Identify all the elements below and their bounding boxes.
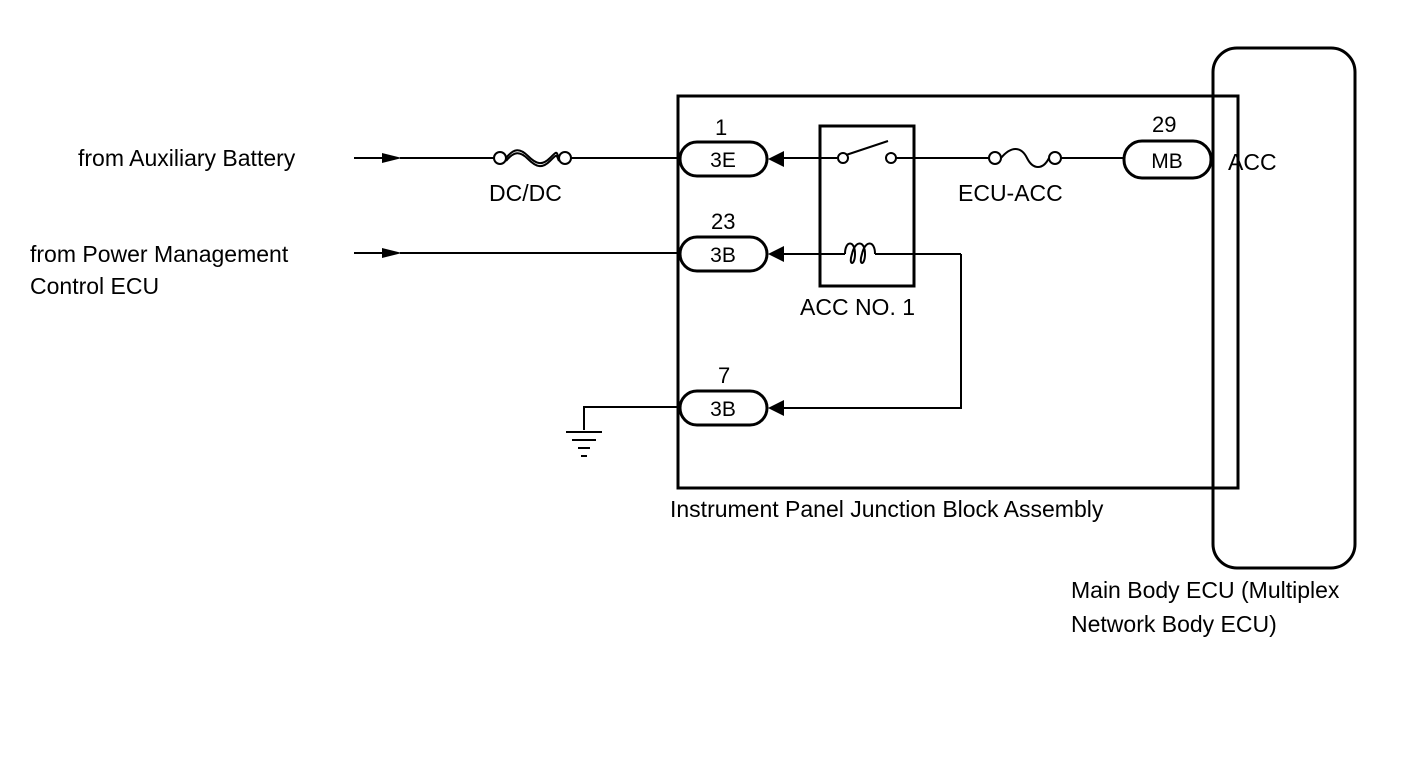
relay-coil-icon <box>784 242 962 409</box>
ecu-acc-fuse-icon <box>988 148 1062 168</box>
dcdc-fuse-icon <box>493 149 572 167</box>
acc-relay-label: ACC NO. 1 <box>800 294 915 320</box>
relay-switch-icon <box>784 140 990 164</box>
connector-3b-pin7: 3B <box>678 389 769 427</box>
connector-pin7-terminal-icon <box>768 400 784 416</box>
dcdc-fuse-label: DC/DC <box>489 180 562 206</box>
connector-mb-label: MB <box>1151 150 1183 173</box>
connector-3e-label: 3E <box>710 149 736 172</box>
pin-1-label: 1 <box>715 115 727 140</box>
pin-23-label: 23 <box>711 209 735 234</box>
pin-7-label: 7 <box>718 363 730 388</box>
connector-3b-label: 3B <box>710 398 736 421</box>
junction-block-label: Instrument Panel Junction Block Assembly <box>670 496 1104 522</box>
connector-3e-pin1: 3E <box>678 140 769 178</box>
ecu-acc-terminal-label: ACC <box>1228 149 1277 175</box>
ecu-acc-fuse-label: ECU-ACC <box>958 180 1063 206</box>
ground-icon <box>566 406 682 457</box>
power-mgmt-label-line2: Control ECU <box>30 273 159 299</box>
aux-battery-label: from Auxiliary Battery <box>78 145 296 171</box>
connector-pin23-terminal-icon <box>768 246 784 262</box>
connector-pin1-terminal-icon <box>768 151 784 167</box>
main-body-ecu-label-line2: Network Body ECU) <box>1071 611 1277 637</box>
aux-battery-arrow-icon <box>354 153 402 163</box>
pin-29-label: 29 <box>1152 112 1176 137</box>
connector-3b-label: 3B <box>710 244 736 267</box>
connector-3b-pin23: 3B <box>678 235 769 273</box>
power-mgmt-arrow-icon <box>354 248 402 258</box>
junction-block <box>676 94 1240 490</box>
acc-relay-box <box>818 124 916 288</box>
main-body-ecu-label-line1: Main Body ECU (Multiplex <box>1071 577 1340 603</box>
main-body-ecu-box <box>1211 46 1357 570</box>
connector-mb-pin29: MB <box>1122 139 1213 180</box>
power-mgmt-label-line1: from Power Management <box>30 241 289 267</box>
